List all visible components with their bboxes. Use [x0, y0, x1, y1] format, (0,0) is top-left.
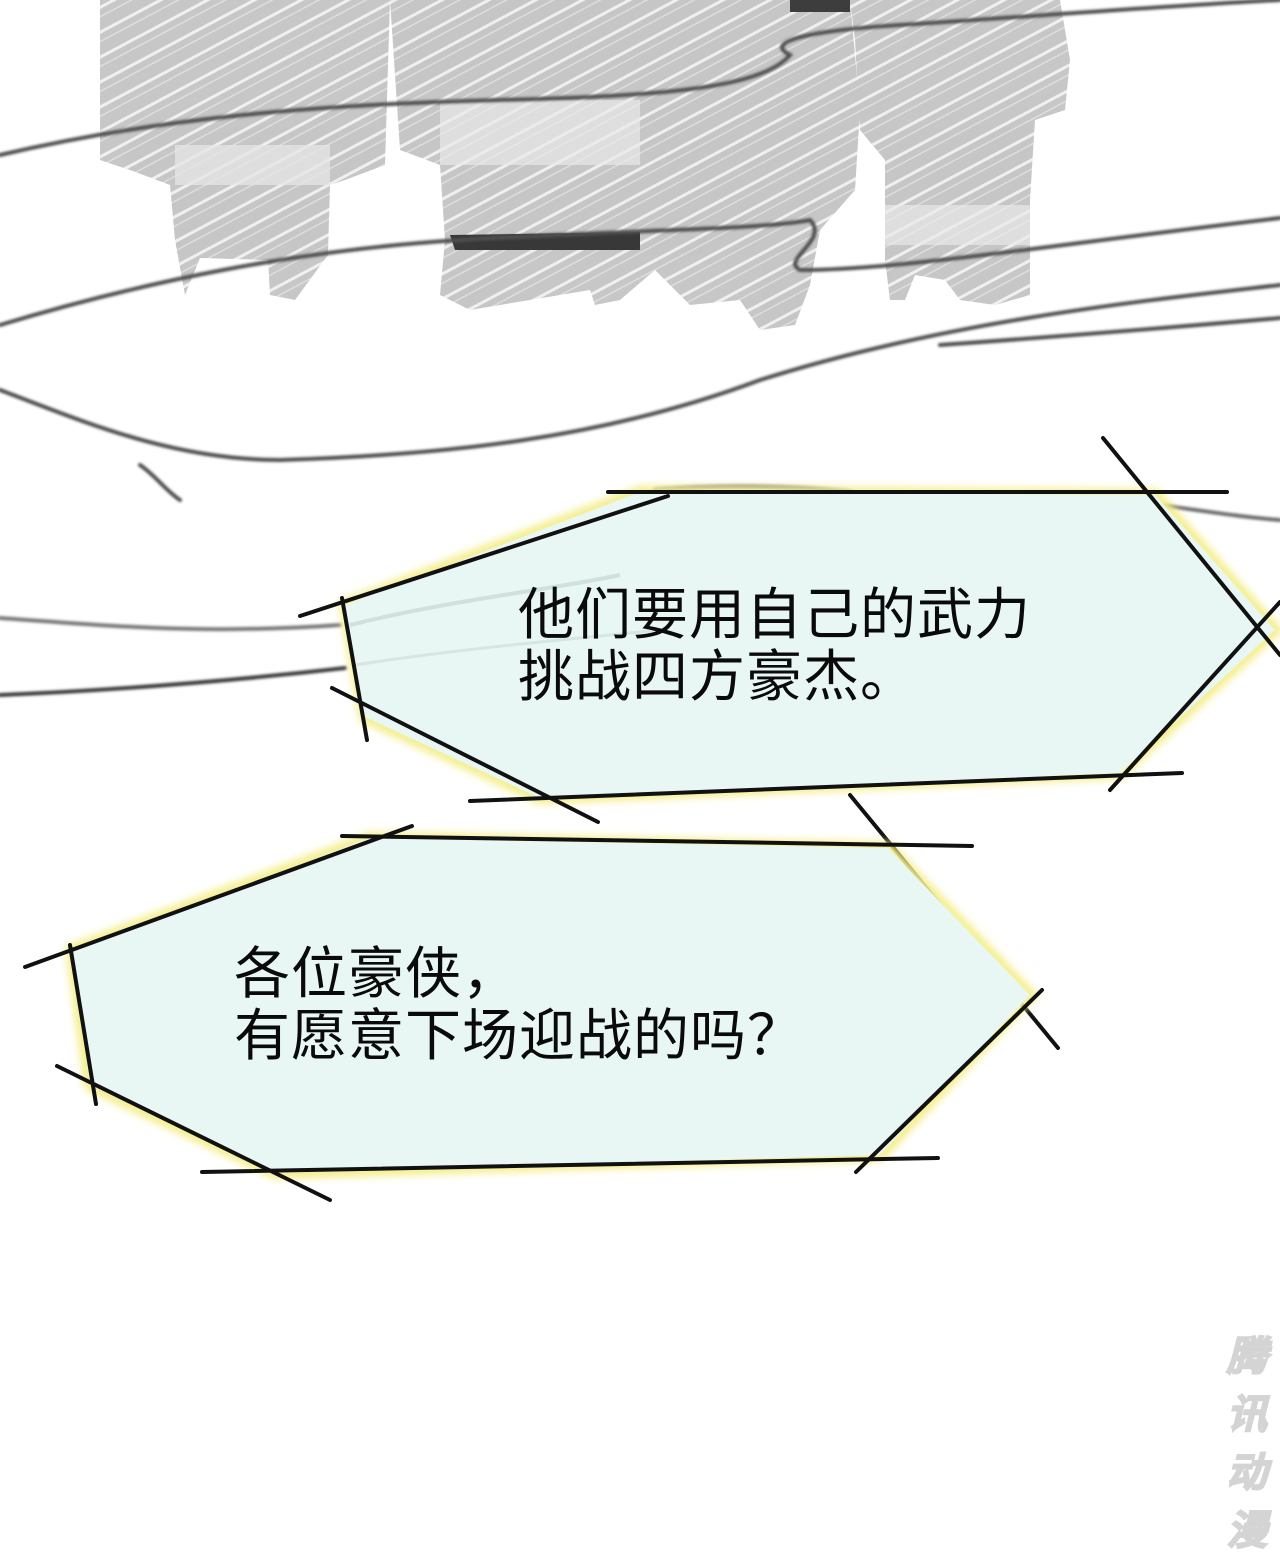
narration-box-2-shape: [23, 824, 1044, 1202]
wavy-lines: [0, 0, 1280, 697]
narration-box-1-shape: [298, 436, 1280, 824]
comic-artwork: [0, 0, 1280, 1202]
narration-text-1: 他们要用自己的武力 挑战四方豪杰。: [518, 583, 1031, 710]
narration-text-2: 各位豪侠， 有愿意下场迎战的吗？: [234, 942, 804, 1069]
tencent-comics-watermark: 腾讯动漫: [1226, 1333, 1268, 1555]
background-figures: [100, 0, 1070, 330]
